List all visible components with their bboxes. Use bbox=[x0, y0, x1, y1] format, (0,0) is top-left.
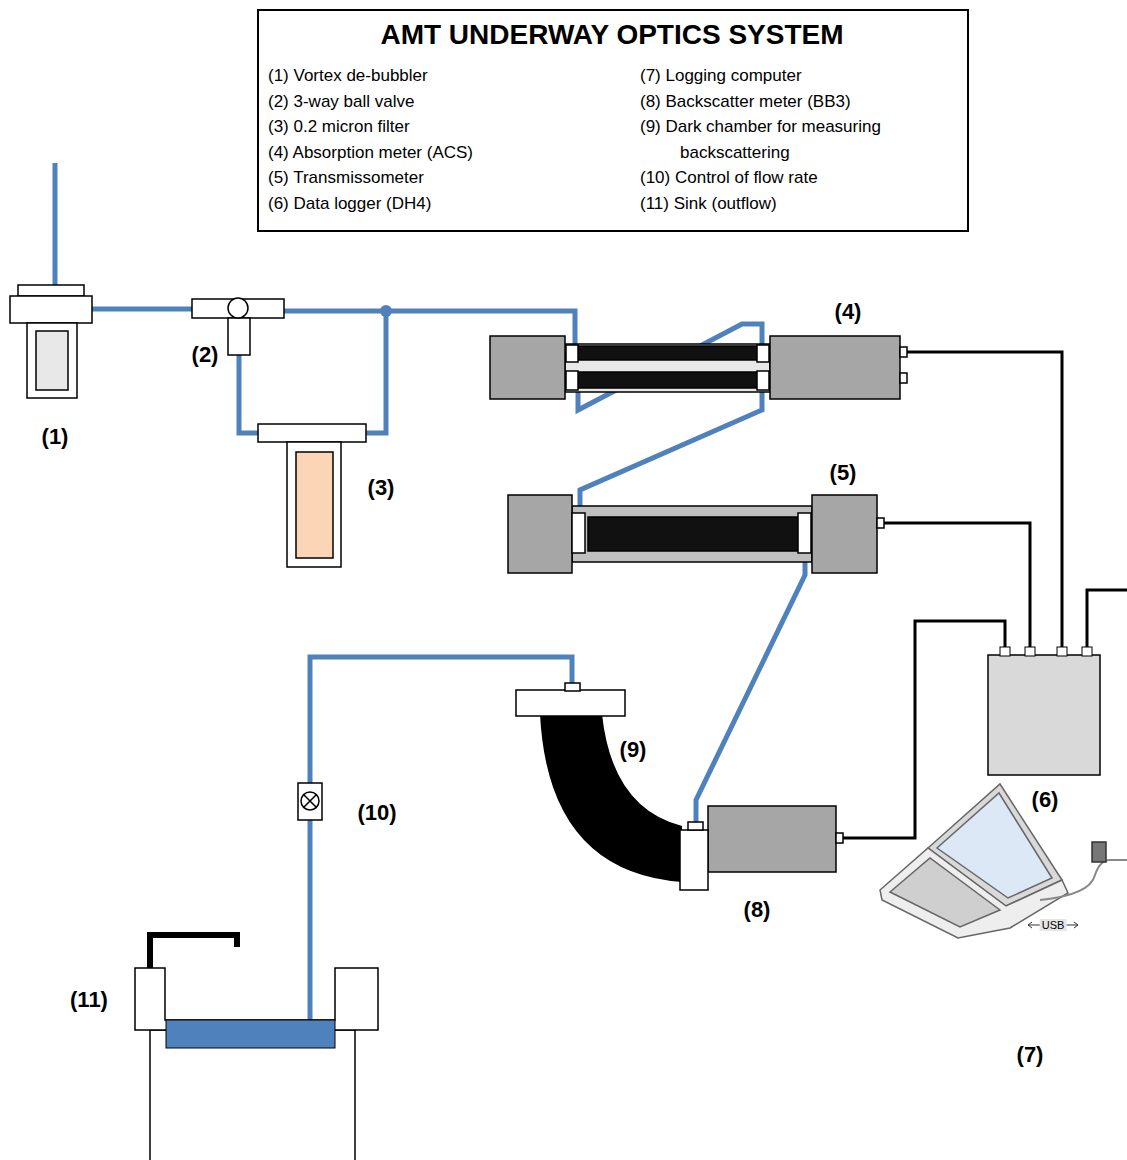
key-item: (9) Dark chamber for measuring backscatt… bbox=[640, 114, 940, 165]
key-column: (7) Logging computer(8) Backscatter mete… bbox=[640, 63, 940, 216]
dark-chamber bbox=[516, 683, 682, 882]
cable-label: USB bbox=[1040, 919, 1067, 931]
absorption-meter bbox=[490, 336, 907, 399]
key-box bbox=[258, 10, 968, 231]
callout-number: (7) bbox=[1017, 1042, 1044, 1068]
key-item: (8) Backscatter meter (BB3) bbox=[640, 89, 940, 115]
callout-number: (1) bbox=[42, 424, 69, 450]
callout-number: (10) bbox=[357, 800, 396, 826]
key-item: (3) 0.2 micron filter bbox=[268, 114, 568, 140]
micron-filter bbox=[258, 424, 366, 567]
callout-number: (6) bbox=[1032, 787, 1059, 813]
key-item: (10) Control of flow rate bbox=[640, 165, 940, 191]
key-item: (1) Vortex de-bubbler bbox=[268, 63, 568, 89]
callout-number: (3) bbox=[368, 475, 395, 501]
callout-number: (8) bbox=[744, 897, 771, 923]
water-pipes bbox=[55, 163, 805, 1045]
data-cables bbox=[843, 352, 1127, 838]
callout-number: (11) bbox=[70, 987, 108, 1013]
laptop bbox=[880, 784, 1127, 938]
key-item: (5) Transmissometer bbox=[268, 165, 568, 191]
data-logger bbox=[988, 647, 1100, 775]
transmissometer bbox=[508, 495, 884, 573]
key-item: (7) Logging computer bbox=[640, 63, 940, 89]
key-column: (1) Vortex de-bubbler(2) 3-way ball valv… bbox=[268, 63, 568, 216]
key-item: (4) Absorption meter (ACS) bbox=[268, 140, 568, 166]
callout-number: (5) bbox=[830, 460, 857, 486]
sink bbox=[135, 935, 378, 1160]
vortex-debubbler bbox=[10, 285, 92, 398]
key-item: (6) Data logger (DH4) bbox=[268, 191, 568, 217]
callout-number: (2) bbox=[192, 342, 219, 368]
flow-valve bbox=[298, 783, 322, 820]
backscatter-meter bbox=[680, 806, 843, 890]
key-item: (11) Sink (outflow) bbox=[640, 191, 940, 217]
diagram-title: AMT UNDERWAY OPTICS SYSTEM bbox=[380, 19, 843, 51]
callout-number: (4) bbox=[835, 299, 862, 325]
pipe-junction bbox=[380, 305, 392, 317]
callout-number: (9) bbox=[620, 737, 647, 763]
key-item: (2) 3-way ball valve bbox=[268, 89, 568, 115]
